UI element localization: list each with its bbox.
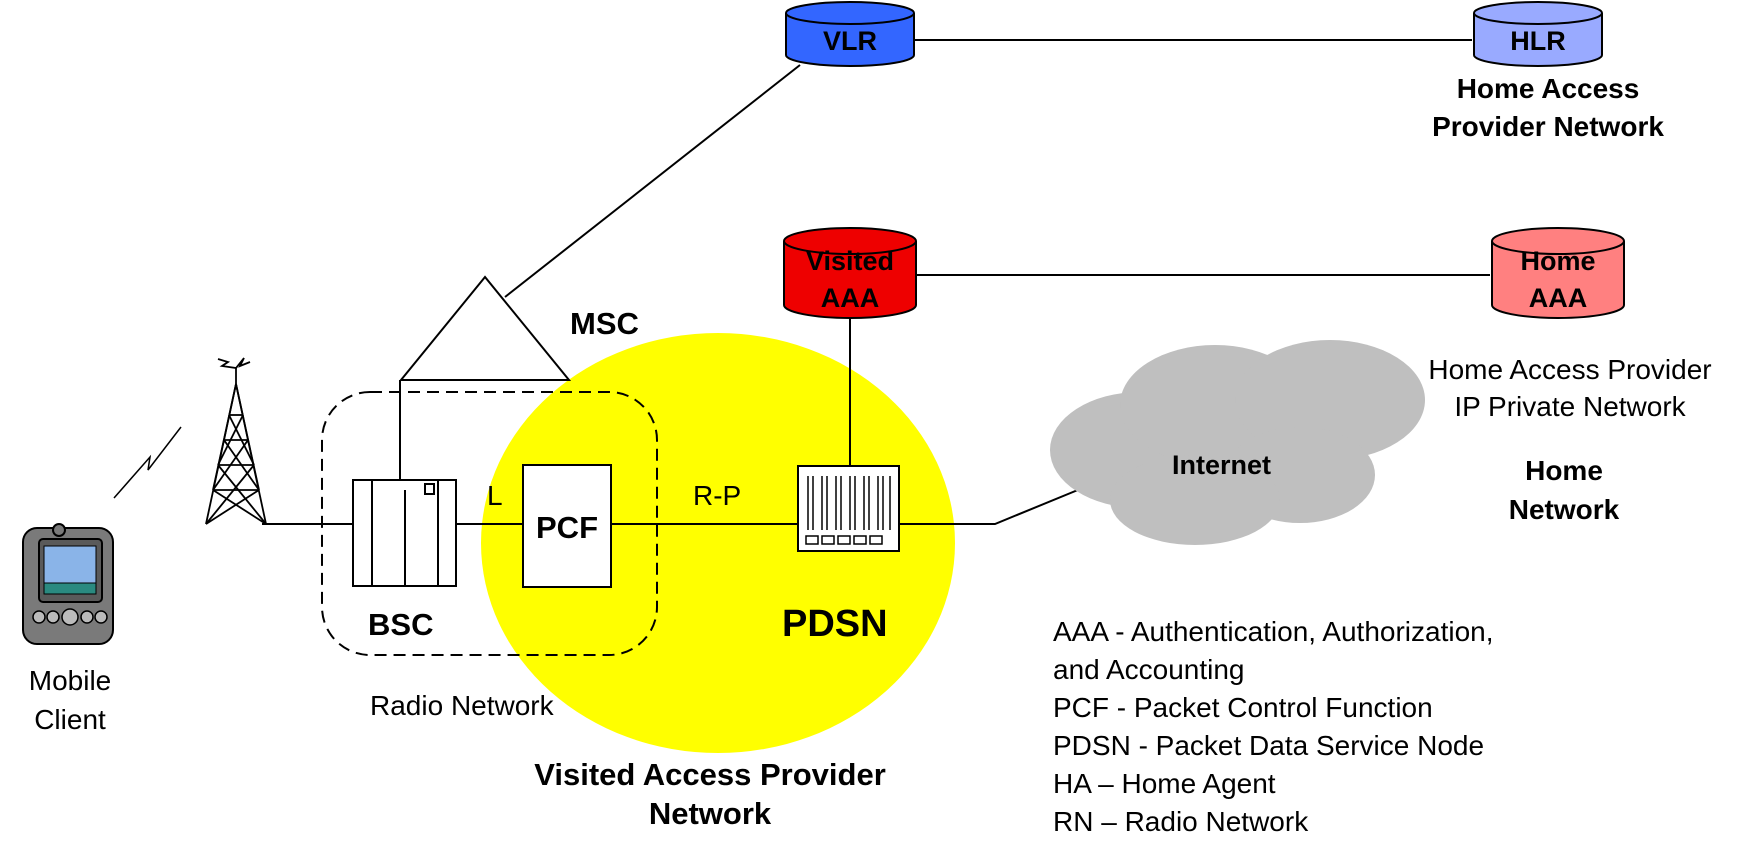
wireless-signal-icon <box>113 426 182 499</box>
visited-aaa-database-icon <box>783 227 917 319</box>
mobile-client-label-line1: Mobile <box>28 665 112 696</box>
link-pdsn-internet <box>899 484 1091 525</box>
link-l-label: L <box>487 480 503 511</box>
pcf-box <box>522 464 612 588</box>
link-rp-label: R-P <box>693 480 742 511</box>
bsc-equipment-icon <box>352 479 457 587</box>
legend-line-ha: HA – Home Agent <box>1053 768 1276 799</box>
internet-label: Internet <box>1172 450 1272 480</box>
antenna-tower-icon <box>205 357 267 525</box>
msc-triangle <box>398 275 572 381</box>
legend-line-pcf: PCF - Packet Control Function <box>1053 692 1433 723</box>
visited-access-provider-network-label-line2: Network <box>648 796 772 831</box>
legend-line-pdsn: PDSN - Packet Data Service Node <box>1053 730 1485 761</box>
legend-line-aaa-cont: and Accounting <box>1053 654 1245 685</box>
visited-aaa-label-line2: AAA <box>820 283 880 313</box>
acronym-legend: AAA - Authentication, Authorization, and… <box>1053 616 1494 844</box>
visited-network-area <box>481 333 955 753</box>
bsc-label: BSC <box>368 607 434 642</box>
link-vlr-msc <box>504 64 801 298</box>
internet-cloud-icon <box>1050 340 1425 545</box>
hlr-database-icon <box>1473 1 1603 67</box>
connection-lines <box>262 39 1490 525</box>
home-aaa-label-line1: Home <box>1520 246 1596 276</box>
home-network-label-line2: Network <box>1508 494 1620 525</box>
legend-line-rn: RN – Radio Network <box>1053 806 1309 837</box>
hlr-label: HLR <box>1510 26 1566 56</box>
pdsn-router-icon <box>797 465 900 552</box>
vlr-label: VLR <box>823 26 877 56</box>
pcf-label: PCF <box>536 510 598 545</box>
mobile-device-icon <box>22 523 114 645</box>
pdsn-label: PDSN <box>782 603 888 645</box>
visited-aaa-label-line1: Visited <box>805 246 895 276</box>
radio-network-label: Radio Network <box>370 690 554 721</box>
msc-label: MSC <box>570 306 639 341</box>
home-access-provider-network-label-line2: Provider Network <box>1432 111 1664 142</box>
visited-access-provider-network-label-line1: Visited Access Provider <box>534 757 886 792</box>
home-ip-private-network-label-line2: IP Private Network <box>1454 391 1686 422</box>
legend-line-aaa: AAA - Authentication, Authorization, <box>1053 616 1494 647</box>
mobile-client-label-line2: Client <box>34 704 106 735</box>
home-access-provider-network-label-line1: Home Access <box>1456 73 1640 104</box>
home-ip-private-network-label-line1: Home Access Provider <box>1428 354 1712 385</box>
home-network-label-line1: Home <box>1525 455 1603 486</box>
home-aaa-label-line2: AAA <box>1528 283 1588 313</box>
radio-network-boundary <box>321 391 658 656</box>
home-aaa-database-icon <box>1491 227 1625 319</box>
vlr-database-icon <box>785 1 915 67</box>
